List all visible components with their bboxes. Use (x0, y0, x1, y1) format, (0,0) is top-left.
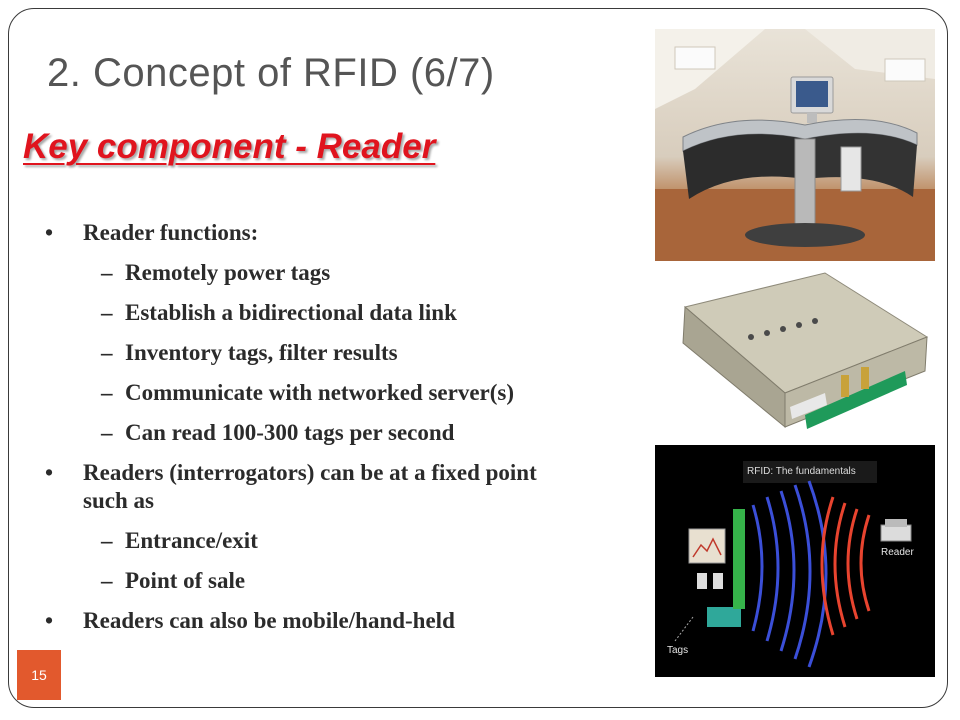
dash-marker: – (101, 340, 113, 365)
rfid-reader-device-photo (655, 267, 935, 447)
dash-marker: – (101, 420, 113, 445)
sub-bullet-item: – Entrance/exit (45, 527, 555, 555)
bullet-text: Reader functions: (83, 220, 259, 245)
sub-bullet-text: Can read 100-300 tags per second (125, 420, 455, 445)
sub-bullet-item: – Establish a bidirectional data link (45, 299, 555, 327)
bullet-item: • Readers can also be mobile/hand-held (45, 607, 645, 635)
sub-bullet-text: Entrance/exit (125, 528, 258, 553)
bullet-text: Readers (interrogators) can be at a fixe… (83, 460, 537, 513)
rfid-fundamentals-diagram: RFID: The fundamentals (655, 445, 935, 677)
diagram-tags-label: Tags (667, 645, 689, 656)
bullet-item: • Readers (interrogators) can be at a fi… (45, 459, 563, 515)
bullet-marker: • (45, 460, 54, 485)
bullet-item: • Reader functions: (45, 219, 645, 247)
sub-bullet-text: Communicate with networked server(s) (125, 380, 515, 405)
dash-marker: – (101, 380, 113, 405)
slide-subtitle: Key component - Reader (23, 127, 436, 166)
diagram-header: RFID: The fundamentals (743, 461, 877, 483)
sub-bullet-item: – Remotely power tags (45, 259, 555, 287)
sub-bullet-item: – Inventory tags, filter results (45, 339, 555, 367)
reader-device-illustration (682, 272, 929, 429)
dash-marker: – (101, 260, 113, 285)
sub-bullet-text: Establish a bidirectional data link (125, 300, 457, 325)
dash-marker: – (101, 528, 113, 553)
slide: 2. Concept of RFID (6/7) Key component -… (8, 8, 948, 708)
workstation-illustration (655, 29, 935, 261)
bullet-list: • Reader functions: – Remotely power tag… (45, 219, 645, 647)
page-number-badge: 15 (17, 650, 61, 700)
sub-bullet-item: – Communicate with networked server(s) (45, 379, 555, 407)
bullet-text: Readers can also be mobile/hand-held (83, 608, 455, 633)
slide-title: 2. Concept of RFID (6/7) (47, 51, 495, 95)
diagram-reader-label: Reader (881, 547, 914, 558)
sub-bullet-text: Inventory tags, filter results (125, 340, 398, 365)
sub-bullet-item: – Can read 100-300 tags per second (45, 419, 555, 447)
bullet-marker: • (45, 608, 54, 633)
dash-marker: – (101, 568, 113, 593)
dash-marker: – (101, 300, 113, 325)
sub-bullet-text: Point of sale (125, 568, 246, 593)
sub-bullet-item: – Point of sale (45, 567, 555, 595)
sub-bullet-text: Remotely power tags (125, 260, 331, 285)
radio-waves-illustration (674, 480, 912, 668)
bullet-marker: • (45, 220, 54, 245)
reader-workstation-photo (655, 29, 935, 261)
